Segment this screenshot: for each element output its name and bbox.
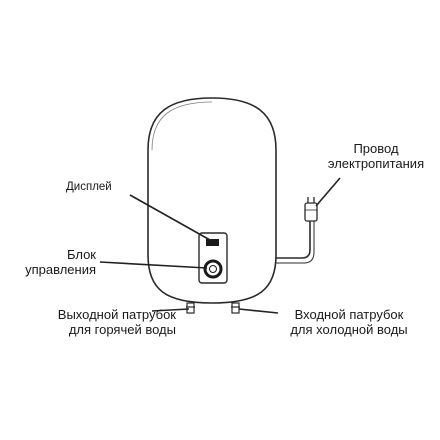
leader-power-cable <box>315 177 341 207</box>
control-knob <box>203 259 223 279</box>
leader-display <box>129 194 211 241</box>
leader-cold-inlet <box>238 308 279 314</box>
control-unit-label: Блок управления <box>25 247 96 277</box>
hot-water-outlet-pipe <box>186 302 195 314</box>
display-screen <box>206 239 219 246</box>
display-label: Дисплей <box>66 181 112 193</box>
cold-inlet-label: Входной патрубок для холодной воды <box>290 307 408 337</box>
power-plug-icon <box>304 197 318 222</box>
leader-hot-outlet <box>151 308 190 312</box>
leader-control-unit <box>99 261 208 269</box>
power-cable-label: Провод электропитания <box>327 141 425 171</box>
cold-water-inlet-pipe <box>231 302 240 314</box>
hot-outlet-label: Выходной патрубок для горячей воды <box>57 307 176 337</box>
water-heater-tank <box>147 97 277 304</box>
power-cable <box>276 220 315 264</box>
